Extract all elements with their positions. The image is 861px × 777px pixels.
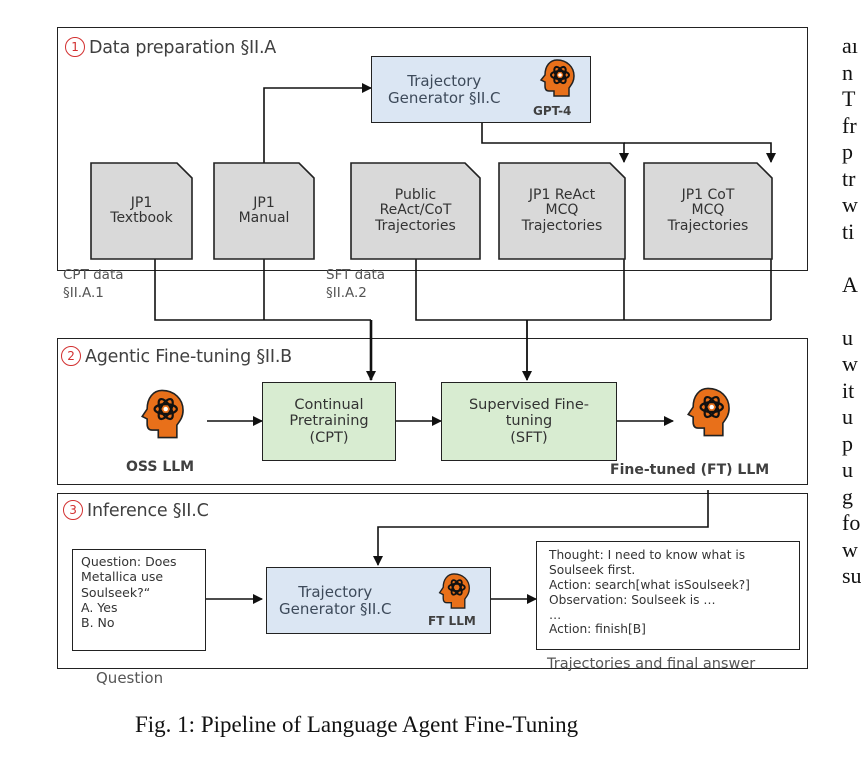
sft-data-label: SFT data §II.A.2 xyxy=(326,267,386,301)
step-number: 3 xyxy=(63,500,83,520)
ft-llm-small-head-icon xyxy=(438,573,470,609)
document-shape xyxy=(643,162,773,260)
document-shape xyxy=(213,162,315,260)
document-jp1-textbook: JP1 Textbook xyxy=(90,162,193,260)
document-jp1-react-mcq: JP1 ReAct MCQ Trajectories xyxy=(498,162,626,260)
question-box: Question: Does Metallica use Soulseek?“ … xyxy=(72,549,206,651)
document-shape xyxy=(498,162,626,260)
document-public-trajectories: Public ReAct/CoT Trajectories xyxy=(350,162,481,260)
oss-llm-head-icon xyxy=(141,389,184,439)
figure-caption: Fig. 1: Pipeline of Language Agent Fine-… xyxy=(135,712,579,737)
document-shape xyxy=(90,162,193,260)
oss-llm-label: OSS LLM xyxy=(126,459,195,475)
question-label: Question xyxy=(96,669,164,687)
ft-llm-model-label: FT LLM xyxy=(428,614,476,628)
trajectory-output-box: Thought: I need to know what is Soulseek… xyxy=(536,541,800,650)
step-number: 2 xyxy=(61,346,81,366)
ft-llm-head-icon xyxy=(687,387,730,437)
supervised-fine-tuning-box: Supervised Fine- tuning (SFT) xyxy=(441,382,617,461)
trajectory-output-label: Trajectories and final answer xyxy=(547,656,756,672)
llm-head-icon xyxy=(539,59,575,97)
continual-pretraining-box: Continual Pretraining (CPT) xyxy=(262,382,396,461)
document-jp1-manual: JP1 Manual xyxy=(213,162,315,260)
document-shape xyxy=(350,162,481,260)
document-jp1-cot-mcq: JP1 CoT MCQ Trajectories xyxy=(643,162,773,260)
cpt-data-label: CPT data §II.A.1 xyxy=(63,267,124,301)
body-text-fragment: aı n T fr p tr w ti A u w it u p u g fo … xyxy=(842,33,861,588)
step-number: 1 xyxy=(65,37,85,57)
gpt4-label: GPT-4 xyxy=(533,104,572,118)
ft-llm-label: Fine-tuned (FT) LLM xyxy=(610,462,770,478)
